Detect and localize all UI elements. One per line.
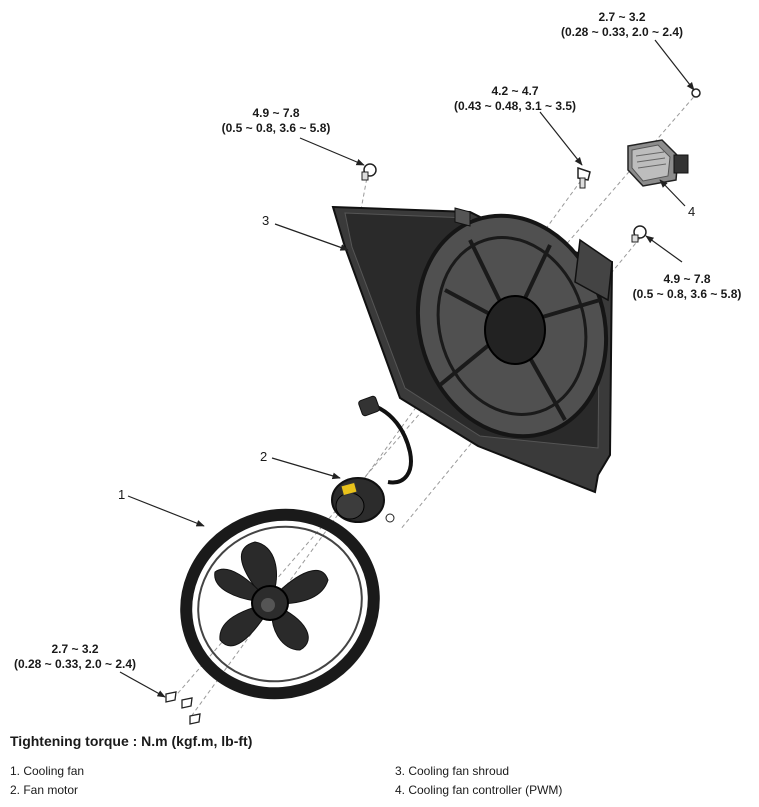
- cooling-fan: [180, 508, 380, 700]
- torque-label-top-right: 2.7 ~ 3.2 (0.28 ~ 0.33, 2.0 ~ 2.4): [552, 10, 692, 40]
- torque-detail: (0.28 ~ 0.33, 2.0 ~ 2.4): [13, 657, 137, 671]
- callout-3: 3: [262, 213, 270, 228]
- fan-motor: [331, 395, 413, 523]
- torque-detail: (0.5 ~ 0.8, 3.6 ~ 5.8): [221, 121, 331, 135]
- callout-4: 4: [688, 204, 696, 219]
- leader-lines: [119, 39, 695, 698]
- legend-item-fan-controller: 4. Cooling fan controller (PWM): [395, 783, 563, 797]
- torque-label-shroud-top-left: 4.9 ~ 7.8 (0.5 ~ 0.8, 3.6 ~ 5.8): [206, 106, 346, 136]
- fan-controller-pwm: [627, 139, 689, 187]
- torque-label-controller-bolt: 4.2 ~ 4.7 (0.43 ~ 0.48, 3.1 ~ 3.5): [440, 84, 590, 114]
- torque-label-fan-screws: 2.7 ~ 3.2 (0.28 ~ 0.33, 2.0 ~ 2.4): [2, 642, 148, 672]
- torque-detail: (0.43 ~ 0.48, 3.1 ~ 3.5): [453, 99, 577, 113]
- torque-value: 4.9 ~ 7.8: [252, 106, 300, 120]
- callout-2: 2: [260, 449, 268, 464]
- cooling-fan-shroud: [331, 205, 614, 494]
- shroud-bolt-right: [631, 225, 647, 243]
- torque-units-heading: Tightening torque : N.m (kgf.m, lb-ft): [10, 733, 253, 749]
- torque-value: 4.9 ~ 7.8: [663, 272, 711, 286]
- callout-1: 1: [118, 487, 126, 502]
- torque-detail: (0.28 ~ 0.33, 2.0 ~ 2.4): [560, 25, 684, 39]
- fan-screws: [165, 691, 201, 725]
- torque-value: 2.7 ~ 3.2: [51, 642, 99, 656]
- controller-screw: [691, 88, 701, 98]
- torque-detail: (0.5 ~ 0.8, 3.6 ~ 5.8): [632, 287, 742, 301]
- legend-item-cooling-fan: 1. Cooling fan: [10, 764, 85, 778]
- torque-value: 2.7 ~ 3.2: [598, 10, 646, 24]
- legend-item-fan-motor: 2. Fan motor: [10, 783, 79, 797]
- exploded-view-diagram: [119, 39, 701, 725]
- shroud-bolt-left: [361, 163, 377, 181]
- legend-item-cooling-fan-shroud: 3. Cooling fan shroud: [395, 764, 510, 778]
- torque-label-shroud-right: 4.9 ~ 7.8 (0.5 ~ 0.8, 3.6 ~ 5.8): [617, 272, 757, 302]
- torque-value: 4.2 ~ 4.7: [491, 84, 539, 98]
- controller-bolt: [577, 166, 591, 189]
